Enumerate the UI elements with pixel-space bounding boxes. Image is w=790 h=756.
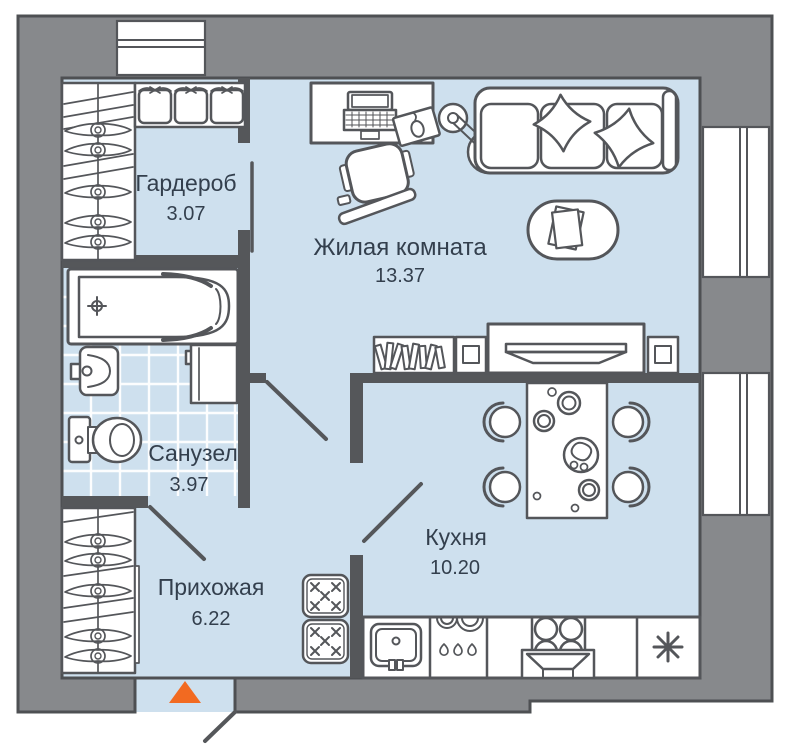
wardrobe-hanger-unit	[60, 81, 137, 262]
room-label-wardrobe: Гардероб	[135, 170, 236, 196]
sofa-icon	[473, 86, 680, 175]
cabinet-x-icon	[301, 618, 350, 665]
hood-icon	[520, 648, 596, 680]
room-label-hallway: Прихожая	[158, 574, 265, 600]
desk-icon	[309, 81, 441, 148]
interior-walls	[62, 78, 700, 678]
hallway-hanger-unit	[60, 506, 140, 675]
dish-rack-icon	[436, 617, 484, 657]
kitchen-sink-icon	[369, 622, 423, 671]
office-chair-icon	[336, 142, 417, 226]
doors	[148, 161, 423, 743]
bathroom-door-swing	[148, 505, 206, 561]
coffee-table-icon	[526, 199, 620, 261]
mousepad-icon	[391, 106, 441, 148]
windows	[115, 19, 771, 517]
room-area-kitchen: 10.20	[430, 557, 480, 579]
tv-stand-icon	[486, 322, 646, 375]
room-area-bathroom: 3.97	[170, 474, 209, 496]
shirt-icon	[173, 85, 209, 125]
room-label-kitchen: Кухня	[425, 524, 487, 550]
window-top-icon	[115, 19, 207, 77]
toilet-icon	[67, 415, 143, 464]
bathtub-icon	[66, 267, 240, 346]
room-label-living: Жилая комната	[313, 234, 487, 261]
pillow-icon	[532, 93, 592, 153]
entrance-door-swing	[203, 710, 237, 743]
bath-sink-icon	[69, 345, 120, 397]
room-area-living: 13.37	[375, 265, 425, 287]
kitchen-counter	[361, 615, 702, 680]
dining-chair-icon	[482, 401, 651, 508]
speaker-box-icon	[646, 335, 680, 375]
window-right-lower-icon	[701, 371, 771, 517]
speaker-box-icon	[454, 335, 488, 375]
wardrobe-shirt-rack	[133, 81, 247, 129]
cabinet-x-icon	[301, 573, 350, 619]
tv-wall-units	[372, 322, 680, 375]
washer-icon	[184, 343, 239, 405]
bookshelf-icon	[372, 335, 456, 375]
living-door-swing	[265, 380, 328, 441]
fridge-asterisk-icon	[652, 631, 684, 663]
room-label-bathroom: Санузел	[148, 440, 238, 466]
entrance-arrow-icon	[169, 681, 201, 703]
room-area-hallway: 6.22	[192, 608, 231, 630]
pillow-icon	[593, 107, 655, 169]
room-labels: Гардероб 3.07 Жилая комната 13.37 Санузе…	[135, 170, 487, 630]
kitchen-door-swing	[362, 482, 423, 543]
dining-table-icon	[525, 381, 609, 520]
window-right-upper-icon	[701, 125, 771, 279]
shirt-icon	[209, 85, 245, 125]
room-area-wardrobe: 3.07	[167, 203, 206, 225]
stove-icon	[520, 616, 596, 680]
shirt-icon	[137, 85, 173, 125]
